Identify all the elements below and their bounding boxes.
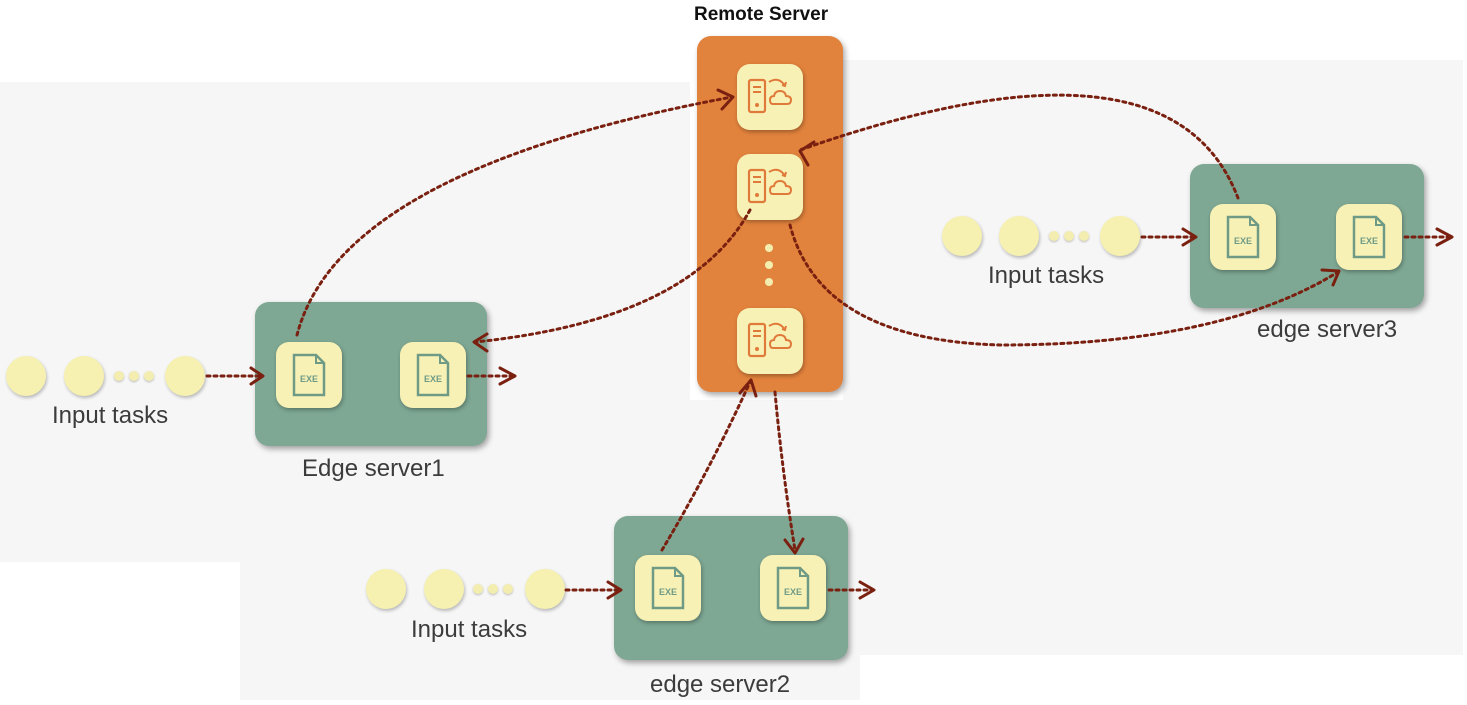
input-task (424, 569, 464, 609)
ellipsis-dot (765, 261, 773, 269)
input-task (999, 216, 1039, 256)
ellipsis-dot (144, 371, 154, 381)
ellipsis-dot (765, 244, 773, 252)
edge-server2-label: edge server2 (650, 671, 791, 698)
exe-icon: EXE (760, 555, 826, 621)
exe-text: EXE (300, 374, 318, 384)
arrowhead (498, 366, 517, 386)
exe-icon: EXE (400, 342, 466, 408)
server-cloud-icon (737, 308, 803, 374)
arrowhead (1320, 268, 1341, 287)
exe-text: EXE (1234, 236, 1252, 246)
arrow-remote-to-edge3 (788, 223, 1340, 347)
exe-text: EXE (659, 587, 677, 597)
ellipsis-dot (1049, 231, 1059, 241)
input-task (942, 216, 982, 256)
arrowhead (606, 580, 623, 600)
arrowhead (798, 140, 816, 167)
arrowhead (738, 378, 758, 398)
arrow-remote-to-edge1 (473, 208, 752, 344)
arrowhead (1435, 227, 1454, 247)
ellipsis-dot (114, 371, 124, 381)
arrow-edge1-to-remote (295, 95, 734, 337)
arrowhead (716, 88, 735, 111)
input-task (165, 356, 205, 396)
ellipsis-dot (129, 371, 139, 381)
exe-text: EXE (784, 587, 802, 597)
input-task (64, 356, 104, 396)
input-task (6, 356, 46, 396)
ellipsis-dot (765, 278, 773, 286)
edge-server3-label: edge server3 (1257, 316, 1398, 343)
arrowhead (783, 537, 805, 555)
edge-server1-label: Edge server1 (302, 455, 445, 482)
ellipsis-dot (488, 584, 498, 594)
server-cloud-icon (737, 64, 803, 130)
exe-icon: EXE (1210, 204, 1276, 270)
arrow-remote-to-edge2 (773, 390, 797, 552)
arrowhead (1181, 227, 1198, 247)
exe-text: EXE (424, 374, 442, 384)
arrowhead (249, 366, 265, 386)
ellipsis-dot (1064, 231, 1074, 241)
remote-server-title: Remote Server (694, 4, 829, 25)
arrowhead (858, 580, 876, 600)
arrow-edge3-to-remote (798, 93, 1240, 200)
ellipsis-dot (1079, 231, 1089, 241)
input-tasks-label: Input tasks (52, 402, 169, 429)
input-tasks-label: Input tasks (411, 616, 528, 643)
ellipsis-dot (473, 584, 483, 594)
input-task (366, 569, 406, 609)
background-panel (843, 60, 1463, 655)
input-tasks-label: Input tasks (988, 262, 1105, 289)
exe-icon: EXE (1336, 204, 1402, 270)
exe-text: EXE (1360, 236, 1378, 246)
input-task (1100, 216, 1140, 256)
exe-icon: EXE (635, 555, 701, 621)
arrow-edge2-to-remote (660, 380, 752, 552)
input-task (525, 569, 565, 609)
exe-icon: EXE (276, 342, 342, 408)
ellipsis-dot (503, 584, 513, 594)
server-cloud-icon (737, 154, 803, 220)
arrowhead (472, 332, 489, 353)
